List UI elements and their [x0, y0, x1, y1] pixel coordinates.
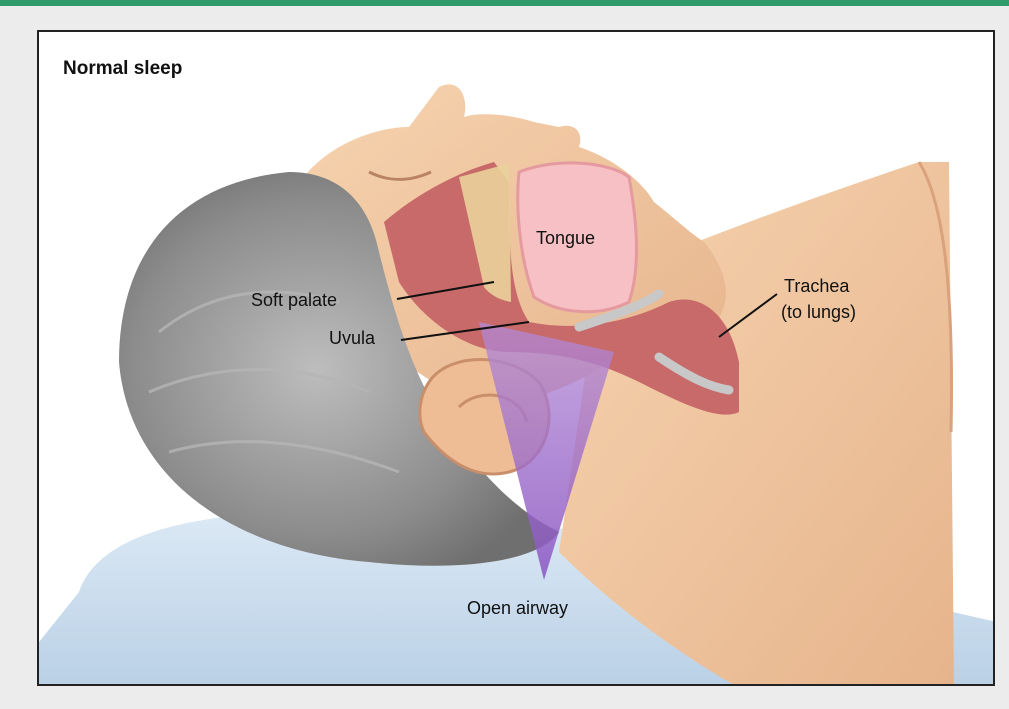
label-uvula: Uvula [329, 328, 375, 349]
diagram-title: Normal sleep [63, 58, 182, 80]
label-soft-palate: Soft palate [251, 290, 337, 311]
top-accent-rule [0, 0, 1009, 6]
label-to-lungs: (to lungs) [781, 302, 856, 323]
anatomy-illustration [39, 32, 995, 686]
illustration-frame: Normal sleep Tongue Soft palate Uvula Tr… [37, 30, 995, 686]
label-open-airway: Open airway [467, 598, 568, 619]
label-tongue: Tongue [536, 228, 595, 249]
label-trachea: Trachea [784, 276, 849, 297]
